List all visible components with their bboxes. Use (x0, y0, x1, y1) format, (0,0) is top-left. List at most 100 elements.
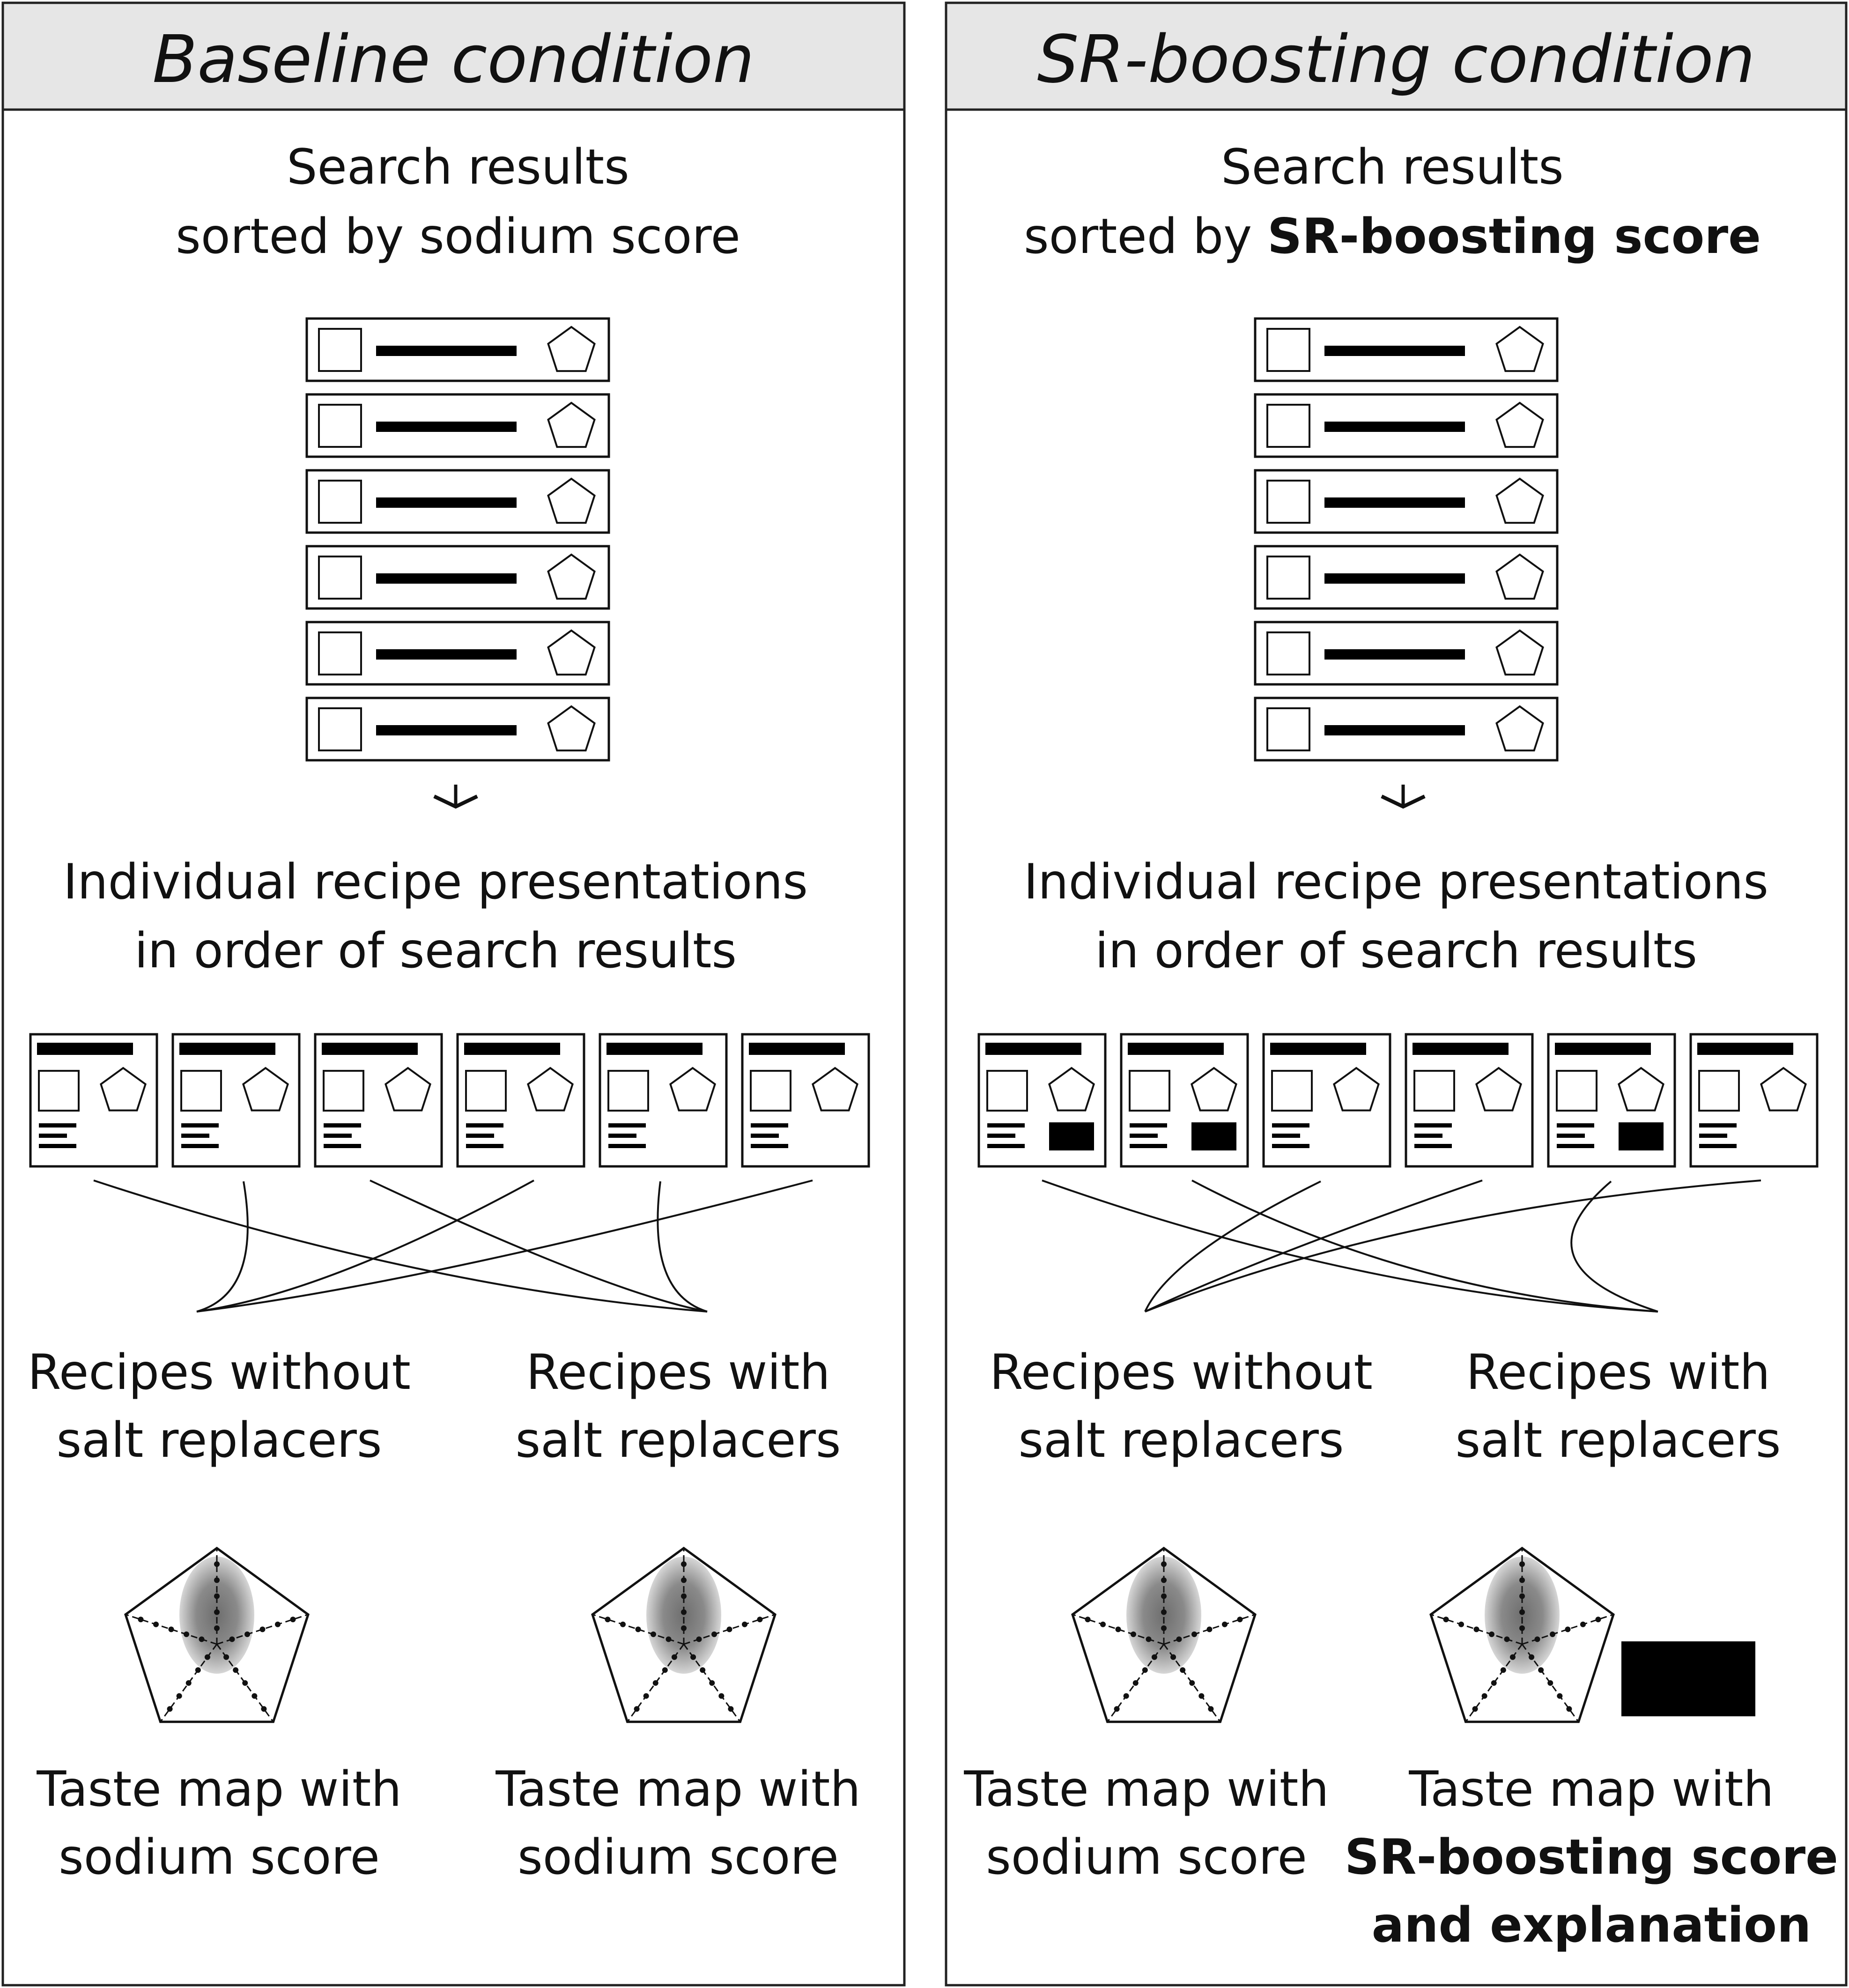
taste-axis-tick (214, 1577, 220, 1583)
recipe-title-bar (1324, 346, 1465, 356)
recipe-card-pentagon (242, 1067, 289, 1112)
taste-axis-tick (195, 1667, 201, 1673)
taste-map-outline (591, 1546, 777, 1723)
taste-axis-tick (1519, 1593, 1525, 1599)
recipe-card-text-line (608, 1134, 636, 1138)
search-results-sort: sorted by sodium score (176, 208, 740, 265)
taste-axis-tick (251, 1693, 258, 1699)
taste-axis-tick (1557, 1693, 1563, 1699)
taste-axis-tick (229, 1636, 235, 1642)
panel-frame (1, 1, 906, 1987)
taste-axis-tick (1565, 1626, 1571, 1632)
recipe-card-text-line (39, 1144, 76, 1148)
recipe-card-pentagon (100, 1067, 147, 1112)
taste-axis-tick (176, 1693, 182, 1699)
taste-map-outline (1071, 1546, 1257, 1723)
taste-pentagon-icon (1495, 326, 1544, 372)
recipe-card-text-line (466, 1134, 494, 1138)
taste-axis-tick (690, 1654, 696, 1660)
recipe-image-placeholder (1266, 404, 1310, 448)
recipe-title-bar (376, 649, 517, 660)
taste-axis-tick (138, 1617, 144, 1623)
search-results-list (1254, 317, 1559, 762)
recipe-card-text-line (1130, 1144, 1167, 1148)
taste-axis-tick (1504, 1636, 1510, 1642)
recipe-card-image (1556, 1070, 1598, 1112)
taste-axis-tick (709, 1680, 715, 1686)
taste-axis-tick (634, 1706, 640, 1712)
recipe-card-title-bar (749, 1043, 845, 1055)
taste-map-outline (124, 1546, 310, 1723)
taste-axis-tick (1208, 1706, 1214, 1712)
taste-axis-tick (214, 1609, 220, 1615)
taste-map-with (1429, 1546, 1615, 1723)
taste-axis-tick (1146, 1636, 1152, 1642)
recipe-card-text-line (608, 1123, 646, 1128)
taste-axis-tick (184, 1631, 190, 1637)
recipe-title-bar (1324, 422, 1465, 432)
baseline-panel: Baseline condition Search results sorted… (1, 1, 906, 1987)
taste-axis-tick (168, 1626, 174, 1632)
recipe-card-score-box (1191, 1122, 1236, 1150)
group-with-label: Recipes with (526, 1344, 830, 1401)
recipe-card-text-line (1699, 1144, 1737, 1148)
search-result-row (1254, 545, 1559, 610)
group-without-label: Recipes without (990, 1344, 1373, 1401)
recipe-card-text-line (1699, 1123, 1737, 1128)
taste-axis-tick (199, 1636, 205, 1642)
taste-axis-tick (652, 1680, 658, 1686)
search-result-row (1254, 317, 1559, 382)
taste-axis-tick (643, 1693, 649, 1699)
search-result-row (305, 545, 610, 610)
recipe-card-text-line (1557, 1134, 1585, 1138)
taste-axis-tick (635, 1626, 641, 1632)
taste-axis-tick (681, 1609, 687, 1615)
recipe-card-image (750, 1070, 791, 1112)
recipe-card-title-bar (985, 1043, 1081, 1055)
taste-map-without-label: Taste map with (963, 1761, 1329, 1817)
taste-map-with-label-2: SR-boosting score (1345, 1829, 1838, 1885)
taste-axis-tick (711, 1631, 717, 1637)
taste-axis-tick (1221, 1621, 1228, 1627)
recipe-card-pentagon (669, 1067, 716, 1112)
taste-axis-tick (1443, 1617, 1449, 1623)
taste-profile-area (1126, 1557, 1201, 1674)
recipe-card-title-bar (1413, 1043, 1509, 1055)
taste-axis-tick (259, 1626, 266, 1632)
recipe-card-text-line (181, 1134, 209, 1138)
search-result-row (1254, 469, 1559, 534)
recipe-card-title-bar (1270, 1043, 1366, 1055)
taste-axis-tick (666, 1636, 672, 1642)
taste-axis-tick (651, 1631, 657, 1637)
sort-prefix: sorted by (1024, 208, 1267, 265)
recipe-card-score-box (1049, 1122, 1094, 1150)
taste-pentagon-icon (547, 326, 596, 372)
sort-criterion: sodium score (419, 208, 740, 265)
taste-axis-tick (1509, 1654, 1516, 1660)
taste-axis-tick (1595, 1617, 1601, 1623)
taste-profile-area (1485, 1557, 1560, 1674)
taste-axis-tick (1206, 1626, 1213, 1632)
taste-axis-tick (1180, 1667, 1186, 1673)
taste-axis-tick (233, 1667, 239, 1673)
taste-axis-tick (620, 1621, 626, 1627)
recipe-title-bar (376, 346, 517, 356)
taste-axis-tick (1237, 1617, 1243, 1623)
recipe-image-placeholder (318, 328, 362, 372)
taste-axis-tick (1529, 1654, 1535, 1660)
recipe-image-placeholder (1266, 480, 1310, 524)
recipe-card (29, 1033, 158, 1168)
recipe-card (1262, 1033, 1391, 1168)
recipe-card-text-line (608, 1144, 646, 1148)
recipe-card-text-line (1414, 1144, 1452, 1148)
taste-axis-tick (681, 1577, 687, 1583)
taste-map-with-label-2: sodium score (518, 1829, 839, 1885)
recipe-card-pentagon (1048, 1067, 1095, 1112)
recipe-card-text-line (181, 1144, 219, 1148)
search-result-row (305, 621, 610, 686)
search-result-row (1254, 621, 1559, 686)
recipe-card (977, 1033, 1107, 1168)
panel-header (945, 1, 1848, 111)
taste-axis-tick (1198, 1693, 1205, 1699)
recipe-card-text-line (1414, 1123, 1452, 1128)
